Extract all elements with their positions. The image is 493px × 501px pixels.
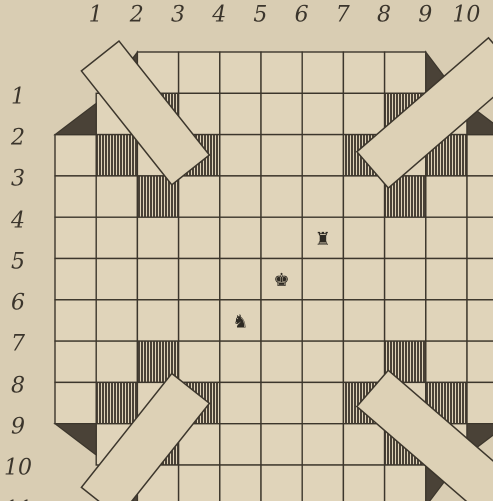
board-cell	[343, 259, 384, 300]
board-cell	[261, 424, 302, 465]
board-cell	[302, 135, 343, 176]
board-cell	[55, 135, 96, 176]
board-cell	[385, 217, 426, 258]
board-cell	[137, 300, 178, 341]
board-cell	[220, 465, 261, 501]
board-cell	[467, 300, 493, 341]
board-cell	[261, 52, 302, 93]
board-cell	[343, 52, 384, 93]
board-cell	[467, 341, 493, 382]
board-cell	[302, 382, 343, 423]
board-cell	[55, 217, 96, 258]
board-cell	[385, 300, 426, 341]
board-cell	[302, 300, 343, 341]
board-cell	[179, 300, 220, 341]
board-cell	[96, 341, 137, 382]
board-cell	[55, 259, 96, 300]
board-cell	[179, 176, 220, 217]
board-cell	[179, 259, 220, 300]
board-cell	[343, 300, 384, 341]
board-cell	[96, 259, 137, 300]
piece-b[interactable]: ♚	[274, 270, 290, 291]
board-cell	[220, 93, 261, 134]
board-cell	[261, 93, 302, 134]
piece-c[interactable]: ♞	[232, 311, 248, 332]
board-cell	[467, 217, 493, 258]
board-cell	[220, 217, 261, 258]
board-cell	[55, 300, 96, 341]
board-cell	[96, 217, 137, 258]
board-cell	[385, 259, 426, 300]
board-cell	[55, 176, 96, 217]
board-cell	[220, 341, 261, 382]
board-cell	[55, 382, 96, 423]
board-cell	[179, 52, 220, 93]
board-cell	[426, 217, 467, 258]
board-cell	[467, 259, 493, 300]
board-cell	[96, 300, 137, 341]
board-cell	[302, 341, 343, 382]
board-cell	[261, 217, 302, 258]
board-cell	[137, 259, 178, 300]
board-cell	[467, 382, 493, 423]
board-cell	[261, 382, 302, 423]
board-cell	[426, 300, 467, 341]
board-cell	[426, 176, 467, 217]
board-cell	[179, 465, 220, 501]
board-cell	[467, 176, 493, 217]
board-cell	[302, 176, 343, 217]
board-cell	[96, 135, 137, 176]
board-cell	[426, 341, 467, 382]
board-cell	[220, 52, 261, 93]
board-cell	[385, 52, 426, 93]
board-cell	[261, 465, 302, 501]
board-cell	[343, 341, 384, 382]
board-cell	[220, 424, 261, 465]
board-cell	[220, 135, 261, 176]
board-cell	[96, 176, 137, 217]
board-cell	[261, 300, 302, 341]
piece-a[interactable]: ♜	[315, 229, 331, 250]
corner-wedge	[55, 424, 96, 455]
board-cell	[179, 217, 220, 258]
board-cell	[343, 176, 384, 217]
board-cell	[343, 217, 384, 258]
board-cell	[179, 341, 220, 382]
board-cell	[96, 382, 137, 423]
board-cell	[137, 217, 178, 258]
board-cell	[302, 259, 343, 300]
board-cell	[302, 465, 343, 501]
corner-wedge	[55, 103, 96, 134]
board-cell	[302, 93, 343, 134]
board-cell	[343, 93, 384, 134]
board-cell	[261, 176, 302, 217]
board-cell	[343, 424, 384, 465]
board-cell	[220, 176, 261, 217]
board-cell	[426, 259, 467, 300]
board-cell	[467, 135, 493, 176]
board-cell	[220, 382, 261, 423]
board-cell	[302, 52, 343, 93]
board-cell	[302, 424, 343, 465]
board-cell	[385, 465, 426, 501]
board-cell	[261, 135, 302, 176]
board-cell	[220, 259, 261, 300]
board-cell	[55, 341, 96, 382]
board-cell	[343, 465, 384, 501]
board-cell	[261, 341, 302, 382]
